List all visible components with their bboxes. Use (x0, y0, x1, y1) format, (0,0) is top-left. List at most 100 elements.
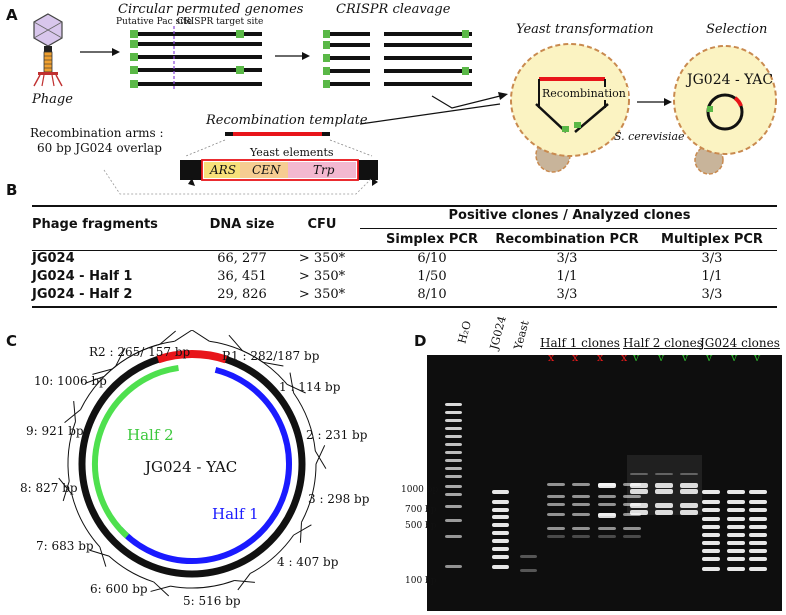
gel-band (623, 527, 641, 530)
fail-mark: x (548, 351, 555, 364)
gel-band (492, 539, 509, 543)
amplicon-6: 6: 600 bp (90, 582, 148, 596)
gel-band (492, 547, 509, 551)
fail-mark: x (572, 351, 579, 364)
row-cfu: > 350* (298, 269, 346, 284)
half2-label: Half 2 (127, 426, 174, 444)
gel-band (492, 565, 509, 569)
gel-band (630, 503, 648, 508)
yac-label: JG024 - YAC (687, 72, 774, 88)
gel-band (572, 535, 590, 538)
recombination-template (103, 132, 378, 195)
amplicon-arc (249, 534, 294, 574)
species-label: S. cerevisiae (614, 130, 685, 143)
gel-image (427, 355, 782, 611)
gel-band (702, 557, 720, 561)
lane-yeast: Yeast (511, 319, 532, 351)
yeast-elements-label: Yeast elements (250, 146, 334, 159)
ladder-100: 100 bp (405, 576, 437, 586)
gel-band (727, 567, 745, 571)
primer-tick (174, 330, 193, 342)
gel-band (598, 513, 616, 518)
gel-band (749, 525, 767, 529)
gel-band (445, 411, 462, 414)
panel-b-letter: B (6, 181, 18, 199)
ladder-500: 500 bp (405, 521, 437, 531)
gel-band (445, 535, 462, 538)
gel-band (492, 523, 509, 527)
gel-band (749, 517, 767, 521)
gel-band (749, 533, 767, 537)
gel-band (727, 500, 745, 504)
primer-tick (99, 546, 107, 567)
gel-band (598, 503, 616, 506)
amplicon-arc (108, 555, 154, 583)
gel-band (727, 533, 745, 537)
gel-band (702, 508, 720, 512)
gel-band (655, 489, 673, 494)
phage-icon (33, 13, 63, 87)
pass-mark: v (706, 351, 713, 364)
panel-d-letter: D (414, 332, 427, 350)
lane-jg024: JG024 (487, 314, 509, 351)
group-half1: Half 1 clones (540, 336, 620, 350)
gel-band (727, 541, 745, 545)
header-multiplex: Multiplex PCR (661, 232, 763, 247)
header-positive-clones: Positive clones / Analyzed clones (448, 208, 691, 223)
gel-band (655, 473, 673, 475)
gel-band (445, 485, 462, 488)
crispr-cleavage-title: CRISPR cleavage (336, 2, 451, 17)
ars-label: ARS (210, 163, 236, 177)
crispr-target-label: CRISPR target site (177, 17, 264, 27)
recombination-label: Recombination (540, 87, 628, 100)
row-name: JG024 - Half 1 (32, 269, 133, 284)
header-phage-fragments: Phage fragments (32, 217, 158, 232)
arms-label-line1: Recombination arms : (30, 126, 164, 140)
half1-label: Half 1 (212, 505, 259, 523)
group-half2: Half 2 clones (623, 336, 703, 350)
primer-tick (234, 580, 255, 583)
gel-band (680, 473, 698, 475)
amplicon-4: 4 : 407 bp (277, 555, 339, 569)
header-cfu: CFU (307, 217, 337, 232)
yac-map (58, 330, 327, 597)
primer-tick (89, 549, 110, 557)
half1-arc (117, 366, 292, 564)
recombination-region (156, 350, 228, 364)
row-recomb: 3/3 (556, 251, 578, 266)
gel-band (727, 490, 745, 494)
gel-band (520, 569, 537, 572)
ladder-700: 700 bp (405, 505, 437, 515)
cleaved-fragments (323, 30, 472, 88)
row-cfu: > 350* (298, 287, 346, 302)
gel-band (445, 467, 462, 470)
gel-band (445, 475, 462, 478)
gel-band (520, 555, 537, 558)
table-row: JG024 - Half 2 29, 826 > 350* 8/10 3/3 3… (32, 287, 777, 305)
gel-band (492, 500, 509, 504)
gel-band (630, 489, 648, 494)
gel-band (572, 503, 590, 506)
group-jg024: JG024 clones (700, 336, 780, 350)
gel-band (445, 403, 462, 406)
table-row: JG024 66, 277 > 350* 6/10 3/3 3/3 (32, 251, 777, 269)
primer-tick (315, 445, 326, 465)
primer-tick (84, 375, 105, 384)
gel-band (749, 557, 767, 561)
gel-band (680, 503, 698, 508)
amplicon-5: 5: 516 bp (183, 594, 241, 608)
amplicon-8: 8: 827 bp (20, 481, 78, 495)
row-dna: 29, 826 (217, 287, 267, 302)
gel-band (702, 517, 720, 521)
yeast-cell-transformation (510, 43, 630, 173)
template-title: Recombination template (206, 113, 368, 128)
row-simplex: 6/10 (417, 251, 447, 266)
gel-band (702, 541, 720, 545)
primer-tick (299, 522, 302, 543)
primer-tick (286, 383, 306, 394)
gel-band (749, 490, 767, 494)
amplicon-arc (71, 493, 101, 548)
gel-band (445, 519, 462, 522)
pass-mark: v (731, 351, 738, 364)
row-multiplex: 3/3 (701, 251, 723, 266)
